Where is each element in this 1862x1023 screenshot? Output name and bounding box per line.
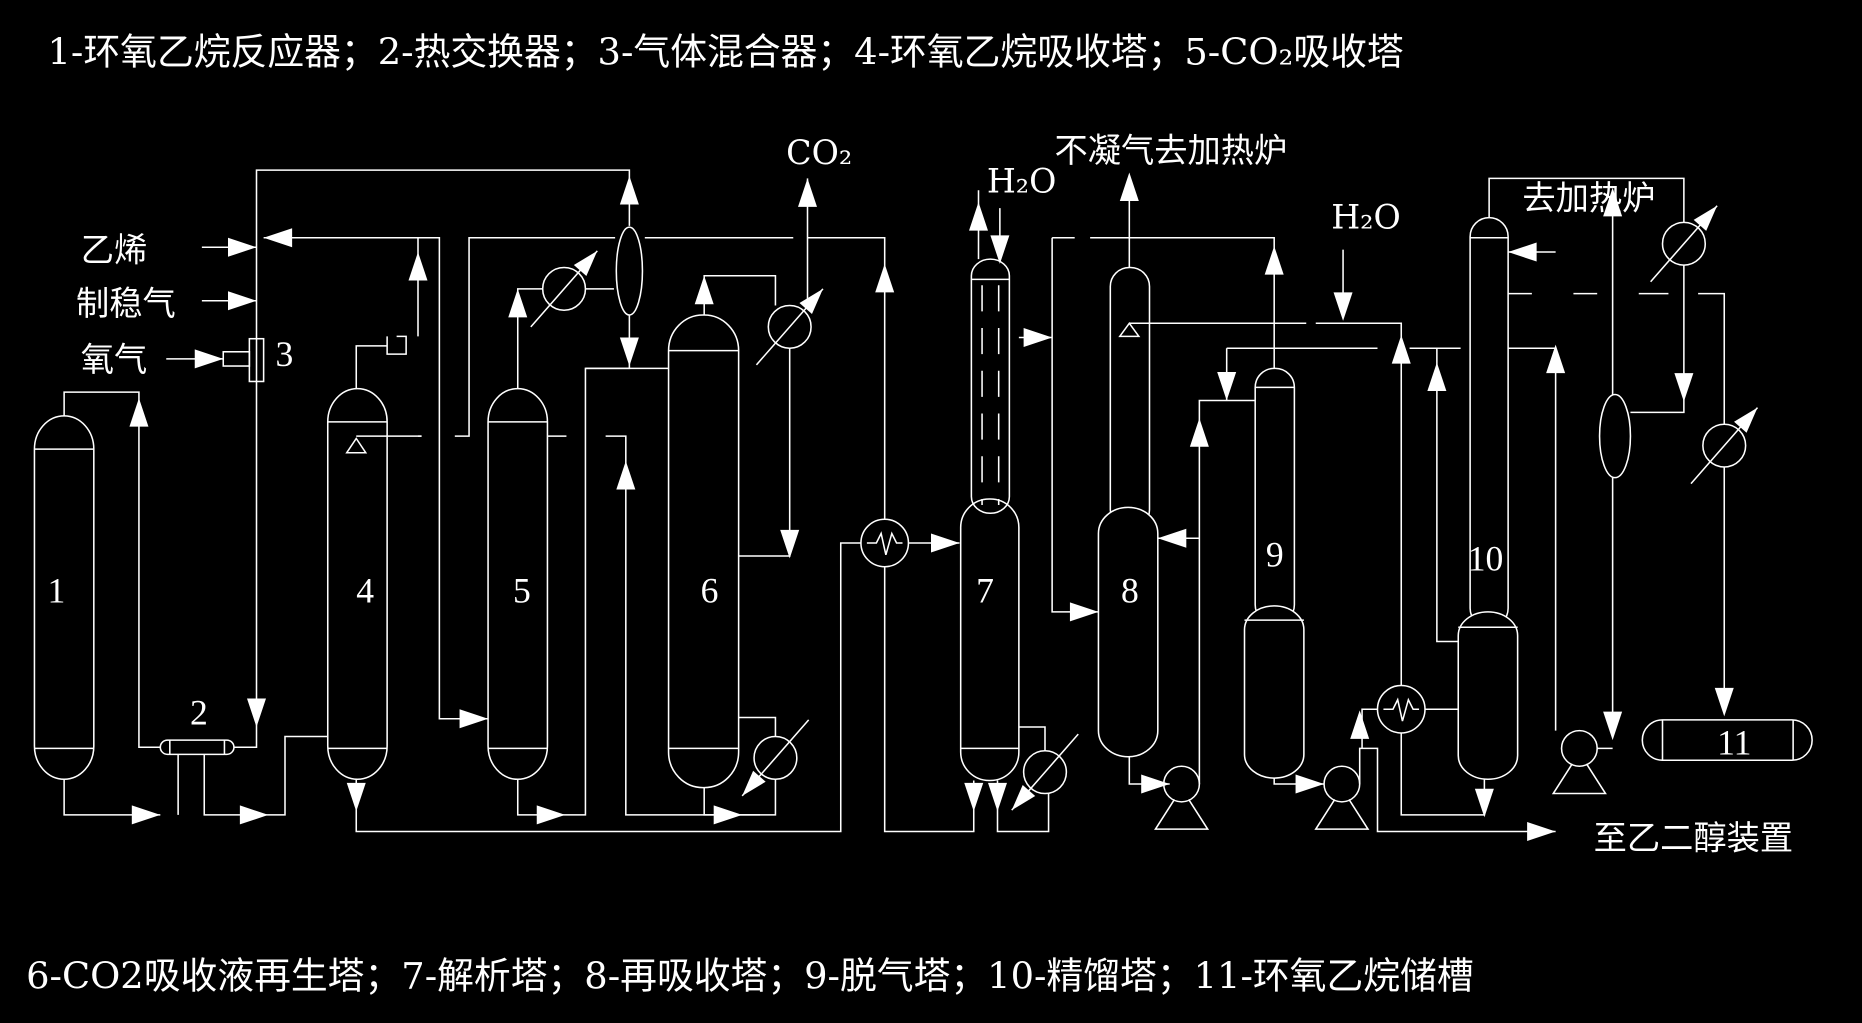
flow-arrow-icon xyxy=(1350,710,1370,739)
label-co2: CO₂ xyxy=(786,133,852,172)
flow-arrow-icon xyxy=(1674,373,1694,402)
flow-arrow-icon xyxy=(131,805,161,825)
flow-arrow-icon xyxy=(247,698,266,728)
flow-arrow-icon xyxy=(990,235,1010,264)
number-2: 2 xyxy=(190,693,208,733)
flow-arrow-icon xyxy=(228,291,257,311)
label-oxygen: 氧气 xyxy=(81,340,148,379)
flow-arrow-icon xyxy=(228,237,257,257)
flow-arrow-icon xyxy=(1603,187,1623,217)
flow-arrow-icon xyxy=(875,263,895,293)
flow-arrow-icon xyxy=(263,228,293,248)
number-7: 7 xyxy=(976,570,994,610)
pump-icon xyxy=(1551,729,1607,795)
flow-arrow-icon xyxy=(619,176,639,205)
flow-arrow-icon xyxy=(194,349,224,369)
flow-arrow-icon xyxy=(408,252,428,281)
flow-arrow-icon xyxy=(1069,602,1099,622)
number-3: 3 xyxy=(276,334,294,374)
flow-arrow-icon xyxy=(619,337,639,367)
flow-arrow-icon xyxy=(931,533,960,553)
gas-mixer-3 xyxy=(222,337,265,383)
label-ethylene: 乙烯 xyxy=(81,231,148,270)
flow-arrow-icon xyxy=(1141,774,1170,794)
number-1: 1 xyxy=(48,570,66,610)
control-arrow-icon xyxy=(1693,205,1718,231)
cooler-product xyxy=(1702,423,1747,468)
control-arrow-icon xyxy=(742,770,766,796)
flow-arrow-icon xyxy=(129,398,149,427)
flow-arrow-icon xyxy=(1295,774,1325,794)
number-6: 6 xyxy=(701,570,719,610)
control-arrow-icon xyxy=(1734,407,1758,433)
legend-top: 1-环氧乙烷反应器；2-热交换器；3-气体混合器；4-环氧乙烷吸收塔；5-CO₂… xyxy=(48,30,1404,73)
flow-arrow-icon xyxy=(1023,328,1053,348)
flow-arrow-icon xyxy=(969,202,988,231)
flow-arrow-icon xyxy=(346,782,366,812)
separator-5 xyxy=(615,226,644,316)
flow-arrow-icon xyxy=(1119,172,1139,201)
flow-arrow-icon xyxy=(1527,822,1556,842)
legend-bottom: 6-CO2吸收液再生塔；7-解析塔；8-再吸收塔；9-脱气塔；10-精馏塔；11… xyxy=(26,954,1474,997)
flow-arrow-icon xyxy=(1427,362,1447,391)
number-9: 9 xyxy=(1266,535,1284,575)
label-water-7: H₂O xyxy=(987,162,1057,201)
flow-arrow-icon xyxy=(239,805,269,825)
vessel-7-desorber xyxy=(959,258,1020,782)
heat-exchanger-feed xyxy=(860,518,910,568)
heat-exchanger-2 xyxy=(159,739,235,756)
flow-arrow-icon xyxy=(964,782,984,812)
flow-arrow-icon xyxy=(1474,788,1494,818)
vessel-9-degasser xyxy=(1243,367,1305,779)
label-noncondensable: 不凝气去加热炉 xyxy=(1055,131,1288,170)
cooler-10-overhead xyxy=(1661,221,1707,266)
flow-arrow-icon xyxy=(1157,528,1187,548)
control-arrow-icon xyxy=(573,250,598,276)
flow-arrow-icon xyxy=(780,529,800,559)
vessel-10-rectifier xyxy=(1457,216,1519,781)
reboiler-7 xyxy=(1022,750,1068,795)
flow-arrow-icon xyxy=(1546,344,1566,374)
heat-exchanger-10 xyxy=(1376,684,1426,734)
flow-arrow-icon xyxy=(1264,246,1284,275)
number-10: 10 xyxy=(1468,538,1504,578)
reboiler-6 xyxy=(753,735,798,781)
flow-arrow-icon xyxy=(1714,687,1734,717)
label-water-9: H₂O xyxy=(1331,197,1401,236)
flow-arrow-icon xyxy=(508,288,528,318)
flow-arrow-icon xyxy=(1603,711,1623,741)
number-8: 8 xyxy=(1121,570,1139,610)
number-11: 11 xyxy=(1717,722,1751,762)
flow-arrow-icon xyxy=(1508,242,1537,262)
flow-arrow-icon xyxy=(536,805,566,825)
control-arrow-icon xyxy=(799,288,823,314)
vessel-6-regenerator xyxy=(667,314,740,789)
flow-arrow-icon xyxy=(616,461,636,490)
cooler-5-overhead xyxy=(541,266,587,311)
number-5: 5 xyxy=(513,570,531,610)
vessel-4-absorber xyxy=(326,387,422,781)
flow-arrow-icon xyxy=(694,275,714,305)
cooler-6-overhead xyxy=(767,304,812,349)
flow-arrow-icon xyxy=(1189,418,1209,447)
separator-10 xyxy=(1598,393,1632,479)
flow-arrow-icon xyxy=(798,178,817,207)
vessel-11-storage-tank xyxy=(1641,719,1813,762)
number-4: 4 xyxy=(356,570,374,610)
flow-arrow-icon xyxy=(1333,292,1353,321)
flow-arrow-icon xyxy=(1217,371,1237,401)
label-to-glycol: 至乙二醇装置 xyxy=(1594,818,1794,857)
flow-arrow-icon xyxy=(459,709,489,729)
flow-arrow-icon xyxy=(988,782,1007,812)
flow-arrow-icon xyxy=(713,805,743,825)
vessel-8-reabsorber xyxy=(1097,266,1159,758)
control-arrow-icon xyxy=(1011,785,1036,811)
label-stabilizer-gas: 制稳气 xyxy=(76,284,176,323)
label-to-furnace: 去加热炉 xyxy=(1522,178,1655,217)
flow-arrow-icon xyxy=(1391,335,1411,364)
